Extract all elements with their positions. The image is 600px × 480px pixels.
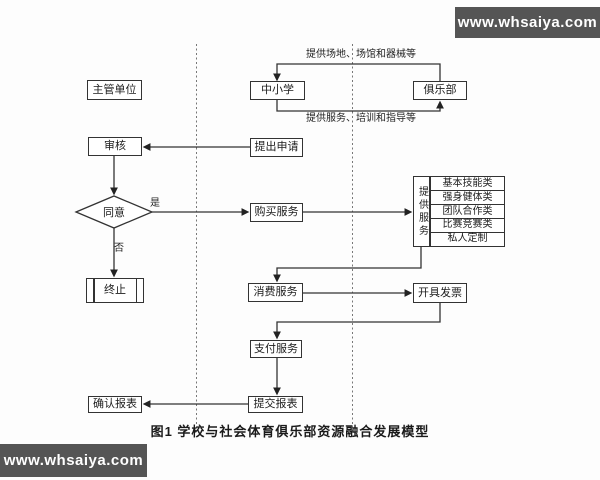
watermark-top-right: www.whsaiya.com bbox=[455, 7, 600, 38]
edge-club-to-school bbox=[273, 63, 441, 82]
edge-label-provide-venue: 提供场地、场馆和器械等 bbox=[306, 49, 416, 60]
node-consume-service: 消费服务 bbox=[248, 283, 303, 302]
node-provide-service: 提供服务 bbox=[413, 176, 430, 247]
node-agree-decision: 同意 bbox=[103, 207, 125, 219]
edge-label-yes: 是 bbox=[150, 198, 160, 209]
watermark-bottom-left: www.whsaiya.com bbox=[0, 444, 147, 477]
service-category-item: 私人定制 bbox=[430, 231, 505, 248]
terminate-label: 终止 bbox=[104, 284, 126, 296]
agree-diamond-shape bbox=[74, 195, 154, 229]
edge-label-no: 否 bbox=[114, 243, 124, 254]
node-terminate: 终止 bbox=[86, 278, 144, 303]
edge-invoice-to-pay bbox=[273, 303, 441, 340]
node-pay-service: 支付服务 bbox=[250, 340, 302, 358]
node-supervisor-unit: 主管单位 bbox=[87, 80, 142, 100]
edge-label-provide-service-training: 提供服务、培训和指导等 bbox=[306, 113, 416, 124]
node-issue-invoice: 开具发票 bbox=[413, 283, 467, 303]
edge-provide-service-to-consume bbox=[273, 247, 422, 283]
node-club: 俱乐部 bbox=[413, 81, 467, 100]
node-confirm-report: 确认报表 bbox=[88, 396, 142, 413]
node-review: 审核 bbox=[88, 137, 142, 156]
node-primary-middle-school: 中小学 bbox=[250, 81, 305, 100]
terminator-bar-left bbox=[93, 279, 95, 302]
node-submit-application: 提出申请 bbox=[250, 138, 303, 157]
figure-caption: 图1 学校与社会体育俱乐部资源融合发展模型 bbox=[150, 424, 430, 439]
edge-school-to-club bbox=[276, 100, 444, 112]
node-purchase-service: 购买服务 bbox=[250, 203, 303, 222]
service-category-list: 基本技能类 强身健体类 团队合作类 比赛竞赛类 私人定制 bbox=[430, 176, 505, 248]
node-submit-report: 提交报表 bbox=[248, 396, 303, 413]
terminator-bar-right bbox=[135, 279, 137, 302]
